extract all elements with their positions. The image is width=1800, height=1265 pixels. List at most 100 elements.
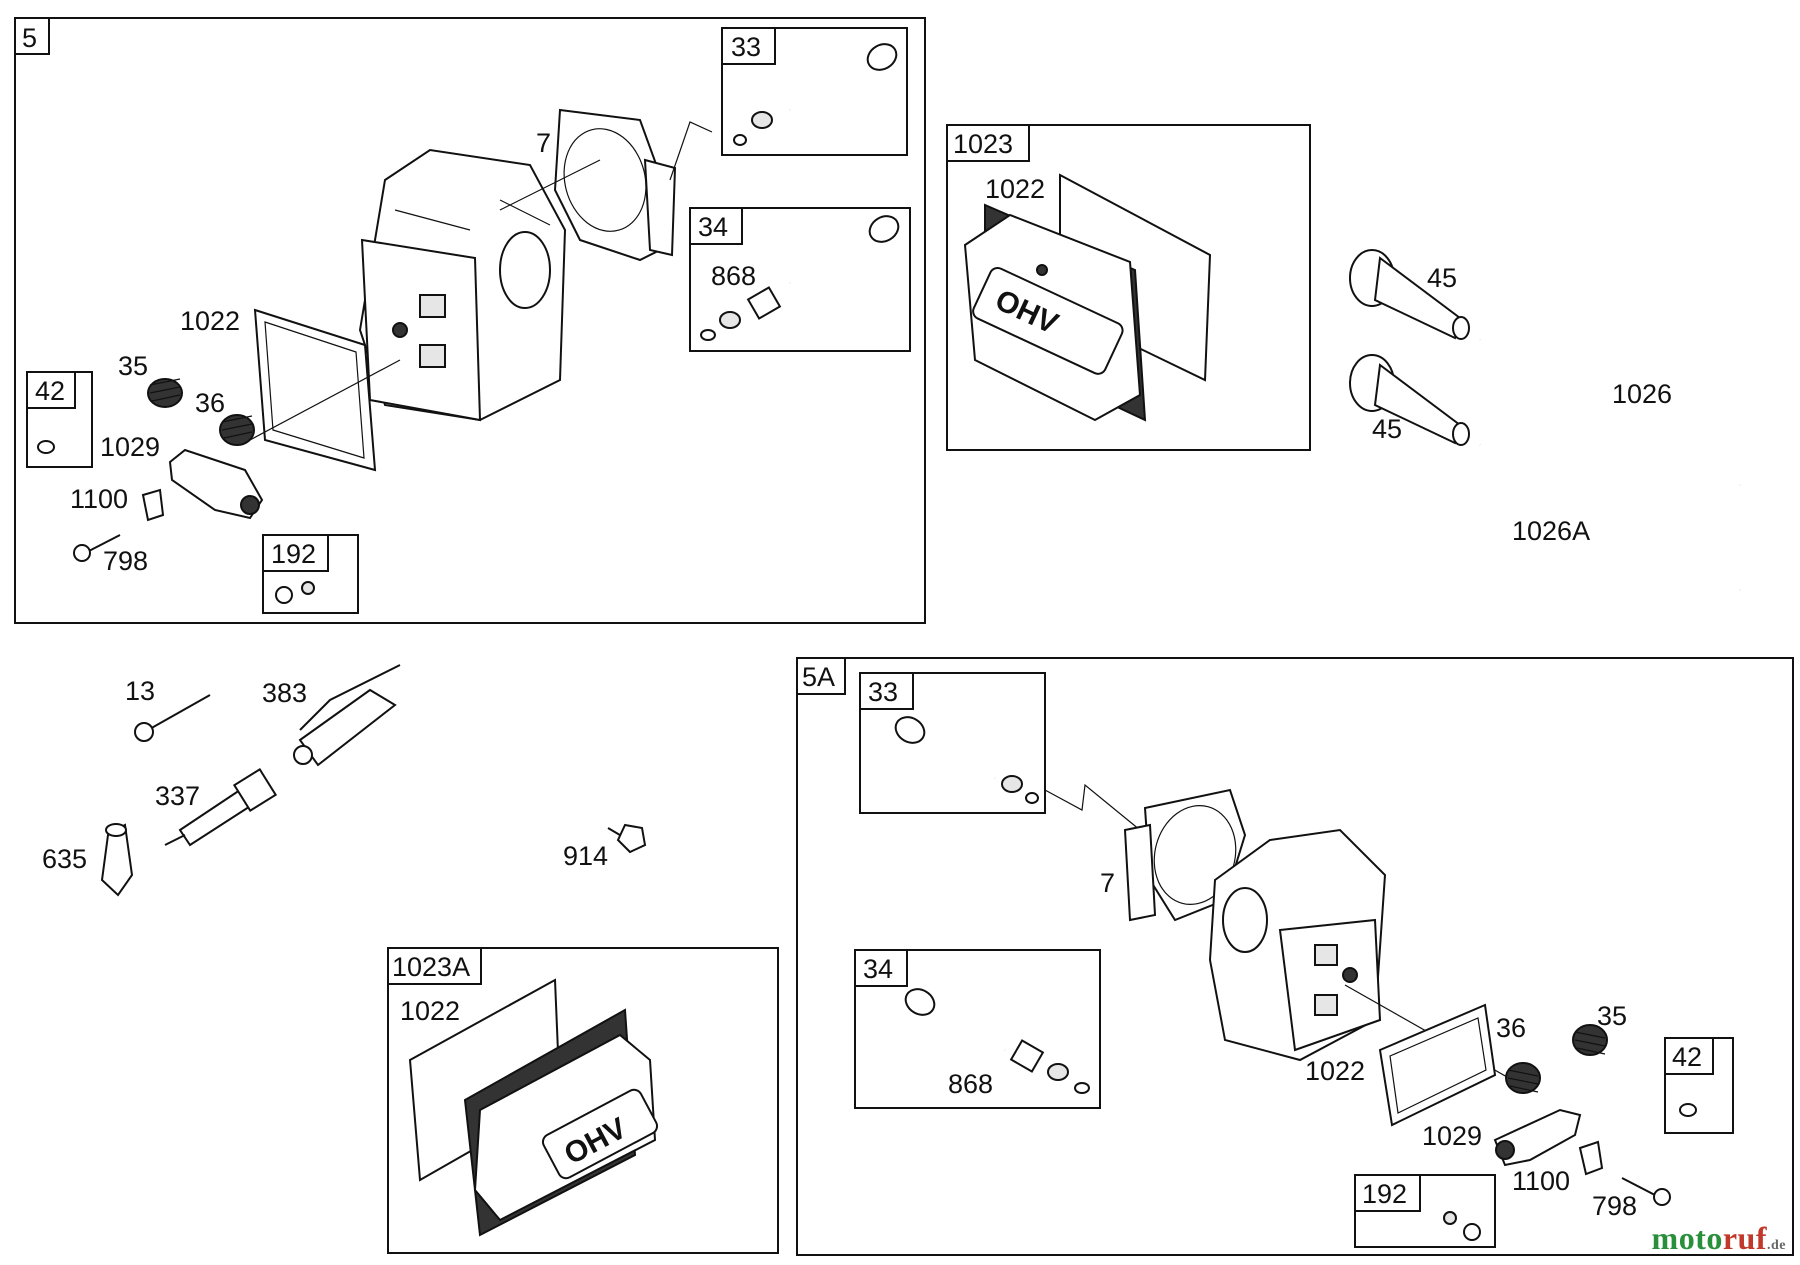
group-5A-tag: 5A	[802, 662, 835, 692]
group-1023A: 1023A 1022 OHV	[387, 947, 779, 1254]
group-5-frame	[14, 17, 926, 624]
spark-plug-boot-635-part	[100, 823, 134, 897]
group-5A: 5A 33 34 868 7	[796, 657, 1794, 1256]
callout-33b-tag: 33	[868, 677, 898, 707]
callout-34-tag: 34	[698, 212, 728, 242]
screw-914-part	[607, 823, 647, 854]
pivot-1100-part	[141, 488, 165, 522]
rocker-cover-gasket-b-part	[1378, 1003, 1497, 1127]
stud-798-part	[73, 534, 121, 562]
group-5-tag-box	[14, 17, 50, 55]
washer-192b-part	[1443, 1211, 1457, 1225]
group-1023A-tag: 1023A	[392, 952, 470, 982]
loose-parts: 13 383 337 635 914	[42, 664, 647, 897]
washer-192-part	[301, 581, 315, 595]
label-337: 337	[155, 781, 200, 811]
cylinder-head-part	[358, 148, 567, 422]
group-1023-frame	[946, 124, 1311, 451]
callout-42b-tag-box	[1664, 1037, 1714, 1075]
group-5A-frame	[796, 657, 1794, 1256]
callout-33b-box	[859, 672, 1046, 814]
label-7b: 7	[1100, 868, 1115, 898]
watermark-part-2: ruf	[1722, 1220, 1767, 1256]
valve-cover-1023A-part: OHV	[408, 978, 659, 1237]
spring-36b-part	[1505, 1062, 1541, 1094]
valve-exhaust-part	[700, 215, 900, 341]
nut-192-part	[275, 586, 293, 604]
callout-42-tag-box	[26, 371, 76, 409]
label-45-lower: 45	[1372, 414, 1402, 444]
label-1022-cover: 1022	[985, 174, 1045, 204]
callout-192-tag: 192	[271, 539, 316, 569]
watermark-part-3: .de	[1767, 1238, 1786, 1253]
pushrod-1026-part	[1479, 338, 1741, 487]
head-gasket-part	[553, 108, 713, 262]
label-635: 635	[42, 844, 87, 874]
label-7: 7	[536, 128, 551, 158]
callout-34b-box	[854, 949, 1101, 1109]
label-13: 13	[125, 676, 155, 706]
terminal-383-part	[293, 664, 401, 767]
label-1100b: 1100	[1512, 1166, 1570, 1196]
valve-exhaust-b-part	[904, 988, 1090, 1094]
label-914: 914	[563, 841, 608, 871]
label-1022-cover-a: 1022	[400, 996, 460, 1026]
callout-33-box	[721, 27, 908, 156]
rocker-arm-part	[168, 448, 264, 520]
label-868b: 868	[948, 1069, 993, 1099]
label-798: 798	[103, 546, 148, 576]
label-45-upper: 45	[1427, 263, 1457, 293]
group-5: 5 33 34 868 7	[14, 17, 926, 624]
lifter-upper-part	[1349, 249, 1470, 340]
label-798b: 798	[1592, 1191, 1637, 1221]
valve-intake-part	[733, 43, 898, 146]
callout-34b-tag: 34	[863, 954, 893, 984]
label-1029b: 1029	[1422, 1121, 1482, 1151]
rocker-arm-b-part	[1493, 1108, 1582, 1167]
valve-cover-1023-part: OHV	[963, 173, 1212, 422]
spring-35b-part	[1572, 1024, 1608, 1056]
spring-35-part	[147, 378, 183, 408]
group-1023-tag: 1023	[953, 129, 1013, 159]
nut-42b-part	[1679, 1103, 1697, 1117]
watermark-part-1: moto	[1651, 1220, 1723, 1256]
callout-42b-tag: 42	[1672, 1042, 1702, 1072]
group-1023A-frame	[387, 947, 779, 1254]
label-35: 35	[118, 351, 148, 381]
lifters-pushrods: 45 45 1026 1026A	[1349, 249, 1741, 592]
valve-intake-b-part	[894, 716, 1039, 804]
callout-192-tag-box	[262, 534, 329, 572]
label-1022: 1022	[180, 306, 240, 336]
watermark-logo: motoruf.de	[1652, 1220, 1786, 1257]
callout-33-tag: 33	[731, 32, 761, 62]
lifter-lower-part	[1349, 354, 1470, 446]
spark-plug-337-part	[164, 767, 278, 847]
callout-42-tag: 42	[35, 376, 65, 406]
label-868: 868	[711, 261, 756, 291]
cylinder-head-b-part	[1208, 828, 1387, 1062]
nut-192b-part	[1463, 1223, 1481, 1241]
pushrod-1026A-part	[1479, 443, 1741, 592]
label-1029: 1029	[100, 432, 160, 462]
pivot-1100b-part	[1578, 1140, 1604, 1176]
callout-34-box	[689, 207, 911, 352]
stud-798b-part	[1621, 1177, 1671, 1206]
bolt-13-part	[134, 694, 211, 742]
nut-42-part	[37, 440, 55, 454]
callout-33b-tag-box	[859, 672, 914, 710]
group-1023A-tag-box	[387, 947, 482, 985]
rocker-cover-gasket-part	[253, 308, 377, 472]
callout-192b-tag: 192	[1362, 1179, 1407, 1209]
label-1026: 1026	[1612, 379, 1672, 409]
callout-192b-tag-box	[1354, 1174, 1421, 1212]
label-36b: 36	[1496, 1013, 1526, 1043]
label-35b: 35	[1597, 1001, 1627, 1031]
spring-36-part	[219, 414, 255, 446]
label-36: 36	[195, 388, 225, 418]
label-1026A: 1026A	[1512, 516, 1590, 546]
group-5-tag: 5	[22, 23, 37, 53]
label-1100: 1100	[70, 484, 128, 514]
callout-33-tag-box	[721, 27, 776, 65]
label-383: 383	[262, 678, 307, 708]
